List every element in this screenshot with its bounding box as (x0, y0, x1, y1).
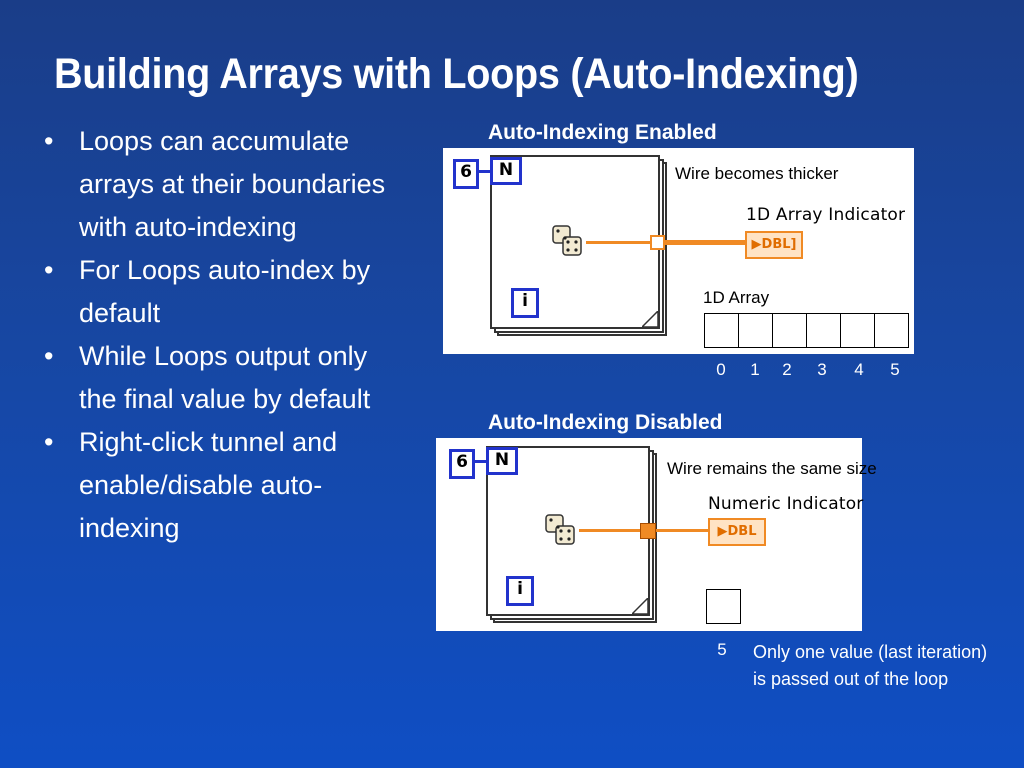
array-display (704, 313, 909, 348)
numeric-indicator-label: Numeric Indicator (708, 494, 864, 514)
disabled-note: Wire remains the same size (667, 459, 877, 478)
scalar-output-wire (656, 529, 709, 532)
bullet-item: Right-click tunnel and enable/disable au… (42, 421, 412, 550)
array-index: 0 (716, 360, 726, 379)
array-index: 2 (782, 360, 792, 379)
disabled-heading: Auto-Indexing Disabled (488, 411, 723, 434)
numeric-indicator-arrow-icon: ▶ (717, 524, 728, 539)
array-indicator-type: DBL (761, 237, 791, 252)
iteration-terminal: i (506, 576, 534, 606)
array-indicator[interactable]: ▶DBL] (745, 231, 803, 259)
count-constant[interactable]: 6 (453, 159, 479, 189)
value-index: 5 (717, 640, 727, 659)
numeric-value-box (706, 589, 741, 624)
array-cell (739, 314, 773, 347)
loop-corner-fold-icon (632, 598, 648, 614)
array-label: 1D Array (703, 288, 770, 307)
random-number-dice-icon[interactable] (544, 512, 578, 550)
array-cell (807, 314, 841, 347)
loop-internal-wire (586, 241, 651, 244)
disabled-caption: Only one value (last iteration) is passe… (753, 639, 987, 693)
enabled-note: Wire becomes thicker (675, 164, 839, 183)
enabled-diagram-panel: 6 N i Wire becomes thicker 1D Array Indi… (443, 148, 914, 354)
disabled-caption-line: Only one value (last iteration) (753, 642, 988, 662)
count-wire (472, 460, 486, 463)
indexing-tunnel[interactable] (650, 235, 665, 250)
array-indicator-arrow-icon: ▶ (751, 237, 762, 252)
iteration-terminal: i (511, 288, 539, 318)
scalar-tunnel[interactable] (640, 523, 656, 539)
numeric-indicator[interactable]: ▶DBL (708, 518, 766, 546)
array-cell (773, 314, 807, 347)
bullet-item: Loops can accumulate arrays at their bou… (42, 120, 412, 249)
array-index: 4 (854, 360, 864, 379)
array-index: 5 (890, 360, 900, 379)
bullet-item: For Loops auto-index by default (42, 249, 412, 335)
slide-title: Building Arrays with Loops (Auto-Indexin… (54, 50, 859, 98)
array-index: 3 (817, 360, 827, 379)
disabled-caption-line: is passed out of the loop (753, 669, 949, 689)
enabled-heading: Auto-Indexing Enabled (488, 121, 717, 144)
array-indicator-bracket: ] (790, 237, 797, 252)
count-terminal: N (486, 447, 518, 475)
numeric-indicator-type: DBL (727, 524, 757, 539)
count-constant[interactable]: 6 (449, 449, 475, 479)
array-index: 1 (750, 360, 760, 379)
array-cell (841, 314, 875, 347)
loop-internal-wire (579, 529, 641, 532)
count-wire (476, 170, 490, 173)
bullet-item: While Loops output only the final value … (42, 335, 412, 421)
count-terminal: N (490, 157, 522, 185)
array-output-wire (665, 240, 745, 245)
loop-corner-fold-icon (642, 311, 658, 327)
random-number-dice-icon[interactable] (551, 223, 585, 261)
array-cell (875, 314, 908, 347)
array-cell (705, 314, 739, 347)
disabled-diagram-panel: 6 N i Numeric Indicator ▶DBL (436, 438, 864, 631)
bullet-list: Loops can accumulate arrays at their bou… (42, 120, 412, 550)
array-indices: 0 1 2 3 4 5 (704, 360, 914, 380)
array-indicator-label: 1D Array Indicator (746, 205, 906, 225)
